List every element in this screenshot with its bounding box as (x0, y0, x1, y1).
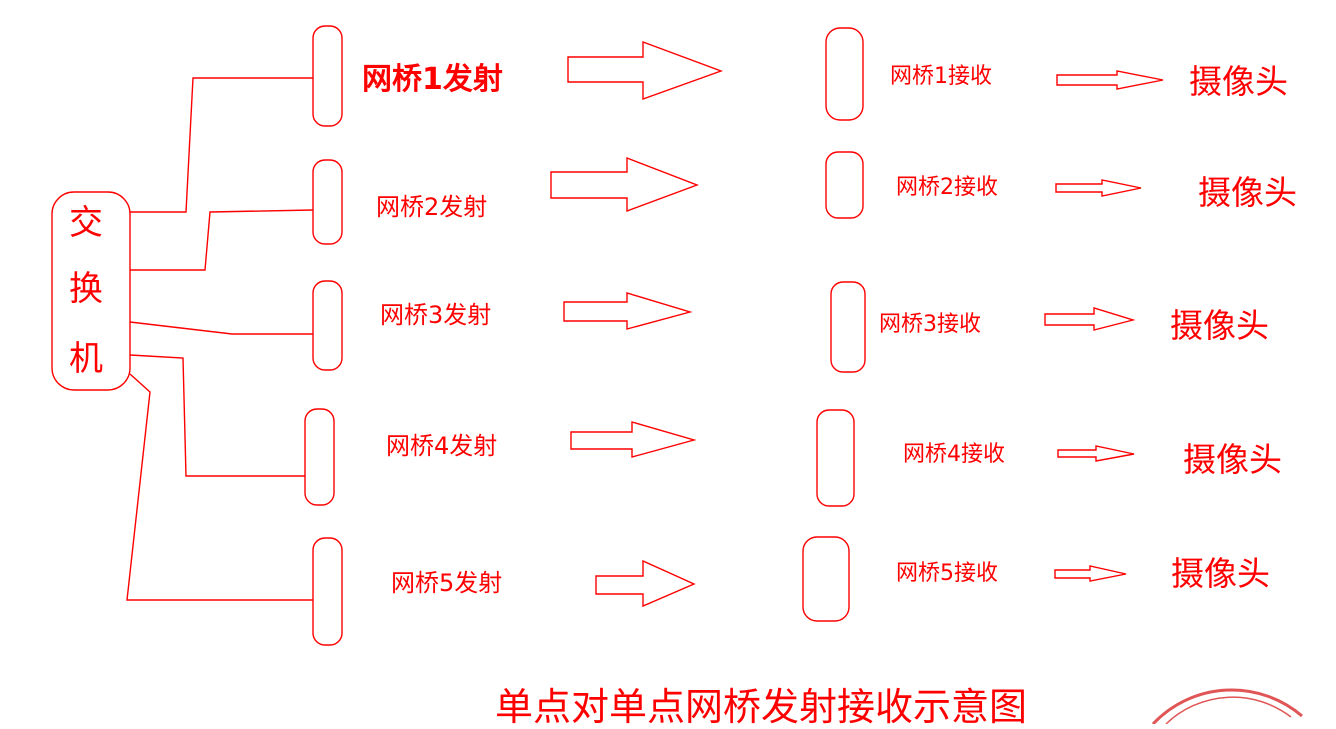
tx-bridge-1-box (312, 25, 343, 127)
tx-label-3: 网桥3发射 (380, 301, 492, 329)
rx-label-5: 网桥5接收 (896, 561, 998, 586)
beam-arrow-4 (570, 421, 697, 458)
feed-arrow-3 (1044, 307, 1136, 331)
camera-label-2: 摄像头 (1198, 173, 1297, 212)
rx-bridge-1-box (825, 27, 864, 121)
camera-label-4: 摄像头 (1183, 440, 1282, 479)
beam-arrow-2 (550, 156, 699, 213)
link-line-2 (130, 209, 314, 271)
tx-bridge-5-box (312, 537, 343, 646)
tx-bridge-4-box (304, 408, 335, 506)
feed-arrow-1 (1056, 70, 1164, 90)
link-line-1 (130, 77, 313, 213)
link-line-4 (129, 354, 305, 477)
feed-arrow-4 (1057, 445, 1135, 462)
tx-label-1: 网桥1发射 (362, 62, 503, 97)
switch-box (51, 191, 131, 391)
beam-arrow-3 (563, 292, 693, 330)
rx-label-1: 网桥1接收 (890, 64, 992, 89)
diagram-caption: 单点对单点网桥发射接收示意图 (495, 685, 1028, 729)
camera-label-5: 摄像头 (1171, 554, 1270, 593)
camera-label-3: 摄像头 (1170, 306, 1269, 345)
tx-bridge-2-box (312, 159, 343, 245)
switch-char-2: 换 (69, 269, 103, 309)
camera-label-1: 摄像头 (1189, 62, 1288, 101)
link-line-3 (129, 321, 313, 335)
beam-arrow-5 (595, 559, 696, 608)
rx-label-4: 网桥4接收 (903, 442, 1005, 467)
feed-arrow-2 (1055, 179, 1142, 197)
beam-arrow-1 (567, 40, 724, 100)
rx-label-2: 网桥2接收 (896, 175, 998, 200)
switch-char-1: 交 (69, 203, 103, 243)
tx-label-4: 网桥4发射 (386, 432, 498, 460)
rx-bridge-4-box (816, 409, 855, 507)
rx-bridge-3-box (830, 281, 866, 373)
tx-bridge-3-box (312, 280, 343, 371)
tx-label-5: 网桥5发射 (391, 569, 503, 597)
rx-label-3: 网桥3接收 (879, 312, 981, 337)
feed-arrow-5 (1054, 565, 1127, 582)
rx-bridge-2-box (825, 151, 864, 219)
rx-bridge-5-box (802, 536, 850, 622)
switch-char-3: 机 (69, 339, 103, 379)
tx-label-2: 网桥2发射 (376, 193, 488, 221)
seal-stamp (1151, 688, 1303, 726)
link-line-5 (126, 373, 313, 601)
